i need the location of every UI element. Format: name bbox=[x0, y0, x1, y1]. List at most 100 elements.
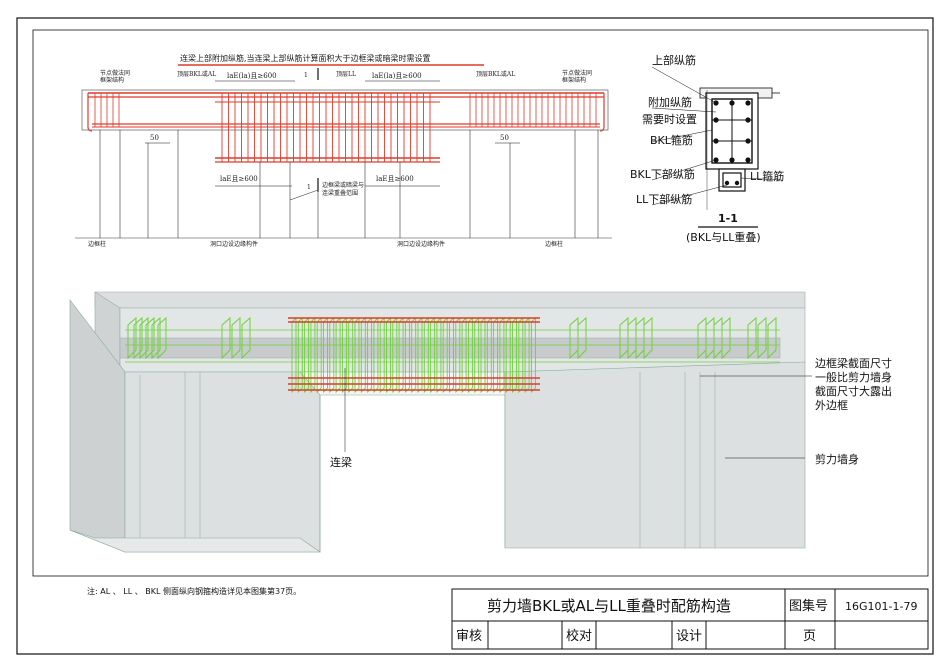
col-label-left: 边框柱 bbox=[88, 240, 106, 248]
coupling-stirrup bbox=[436, 316, 442, 394]
node-label-left-2: 框架结构 bbox=[100, 76, 124, 84]
dim-50-left: 50 bbox=[150, 134, 159, 142]
section-title: 1-1 bbox=[718, 212, 738, 225]
leader bbox=[651, 107, 717, 113]
node-label-right-2: 框架结构 bbox=[562, 76, 586, 84]
page-label: 页 bbox=[803, 629, 816, 644]
note-line-1: 边框梁截面尺寸 bbox=[815, 356, 892, 370]
coupling-stirrup bbox=[467, 316, 473, 394]
note-line-3: 截面尺寸大露出 bbox=[815, 384, 892, 398]
check-label: 校对 bbox=[566, 628, 592, 644]
coupling-stirrup bbox=[530, 316, 536, 394]
section-bar-dot bbox=[745, 100, 751, 106]
coupling-stirrup bbox=[423, 316, 429, 394]
coupling-stirrup bbox=[518, 316, 524, 394]
leader bbox=[651, 184, 728, 206]
section-subtitle: (BKL与LL重叠) bbox=[686, 230, 761, 244]
coupling-stirrup bbox=[398, 316, 404, 394]
coupling-beam-stirrups bbox=[221, 93, 431, 162]
coupling-stirrup bbox=[386, 316, 391, 394]
beam-band bbox=[119, 337, 781, 359]
coupling-stirrup bbox=[304, 316, 310, 394]
atlas-label: 图集号 bbox=[789, 598, 828, 614]
ll-stirrup bbox=[722, 172, 742, 188]
green-stirrup bbox=[127, 316, 137, 360]
coupling-stirrup bbox=[512, 316, 517, 394]
drawing-frame bbox=[32, 29, 929, 577]
overlap-note-1: 边框梁或暗梁与 bbox=[322, 181, 364, 189]
ll-bottom-bar-dot bbox=[724, 180, 730, 186]
leader bbox=[651, 159, 717, 181]
top-ll-label: 顶层LL bbox=[336, 71, 356, 78]
anchor-top-left: laE(la)且≥600 bbox=[227, 72, 277, 80]
outer-frame bbox=[16, 17, 934, 655]
green-stirrups bbox=[127, 316, 777, 360]
coupling-stirrup bbox=[373, 316, 379, 394]
drawing-title: 剪力墙BKL或AL与LL重叠时配筋构造 bbox=[487, 597, 731, 615]
review-label: 审核 bbox=[456, 629, 482, 644]
sec-extra-bars-2: 需要时设置 bbox=[642, 113, 697, 126]
green-stirrup bbox=[157, 316, 167, 360]
coupling-beam-label: 连梁 bbox=[330, 455, 352, 469]
opening-label-right: 洞口边设边缘构件 bbox=[397, 240, 445, 248]
anchor-bot-right: laE且≥600 bbox=[376, 175, 414, 183]
coupling-stirrup bbox=[310, 316, 316, 394]
coupling-stirrup bbox=[291, 316, 297, 394]
coupling-stirrup bbox=[480, 316, 486, 394]
section-mark-1-top: 1 bbox=[304, 72, 308, 79]
left-wall-front bbox=[124, 371, 321, 553]
green-stirrup bbox=[643, 316, 653, 360]
sec-top-bars: 上部纵筋 bbox=[652, 53, 696, 67]
title-block-frame bbox=[451, 588, 929, 650]
col-label-right: 边框柱 bbox=[545, 240, 563, 248]
sec-bkl-bottom: BKL下部纵筋 bbox=[630, 167, 695, 181]
coupling-stirrup bbox=[354, 316, 360, 394]
break-line bbox=[289, 189, 319, 238]
green-stirrup bbox=[145, 316, 155, 360]
section-bars bbox=[713, 100, 751, 163]
top-note: 连梁上部附加纵筋,当连梁上部纵筋计算面积大于边框梁或暗梁时需设置 bbox=[180, 53, 431, 63]
section-bar-dot bbox=[745, 138, 751, 144]
coupling-stirrup bbox=[323, 316, 328, 394]
coupling-stirrup bbox=[524, 316, 530, 394]
section-bar-dot bbox=[745, 117, 751, 123]
sec-ll-stirrup: LL箍筋 bbox=[750, 169, 784, 183]
sec-ll-bottom: LL下部纵筋 bbox=[636, 192, 692, 206]
section-bar-dot bbox=[745, 157, 751, 163]
sec-bkl-stirrup: BKL箍筋 bbox=[650, 133, 693, 147]
note-line-2: 一般比剪力墙身 bbox=[815, 370, 892, 384]
anchor-bot-left: laE且≥600 bbox=[220, 175, 258, 183]
overlap-note-2: 连梁重叠范围 bbox=[322, 189, 358, 197]
green-stirrup bbox=[231, 316, 241, 360]
left-wall-bottom bbox=[69, 529, 321, 553]
section-bar-dot bbox=[729, 157, 735, 163]
opening-label-left: 洞口边设边缘构件 bbox=[210, 240, 258, 248]
coupling-stirrup bbox=[329, 316, 335, 394]
coupling-beam-rebar-3d bbox=[291, 316, 536, 394]
coupling-stirrup bbox=[505, 316, 511, 394]
green-stirrup bbox=[221, 316, 231, 360]
coupling-stirrup bbox=[493, 316, 499, 394]
sec-extra-bars-1: 附加纵筋 bbox=[648, 95, 692, 109]
column-stirrups bbox=[94, 93, 597, 127]
coupling-stirrup bbox=[367, 316, 373, 394]
green-stirrup bbox=[721, 316, 731, 360]
green-stirrup bbox=[139, 316, 149, 360]
anchor-top-right: laE(la)且≥600 bbox=[372, 72, 422, 80]
coupling-stirrup bbox=[348, 316, 354, 394]
coupling-stirrup bbox=[379, 316, 385, 394]
beam-top-face bbox=[94, 291, 806, 309]
coupling-stirrup bbox=[297, 316, 303, 394]
coupling-stirrup bbox=[486, 316, 492, 394]
coupling-stirrup bbox=[404, 316, 410, 394]
section-bar-dot bbox=[729, 100, 735, 106]
elevation-drawing: 连梁上部附加纵筋,当连梁上部纵筋计算面积大于边框梁或暗梁时需设置 节点做法同 框… bbox=[75, 53, 612, 248]
green-stirrup bbox=[241, 316, 251, 360]
coupling-stirrup bbox=[335, 316, 341, 394]
coupling-stirrup bbox=[316, 316, 322, 394]
coupling-stirrup bbox=[461, 316, 467, 394]
wall-label: 剪力墙身 bbox=[815, 452, 859, 466]
coupling-stirrup bbox=[417, 316, 423, 394]
right-wall-front bbox=[504, 361, 806, 549]
